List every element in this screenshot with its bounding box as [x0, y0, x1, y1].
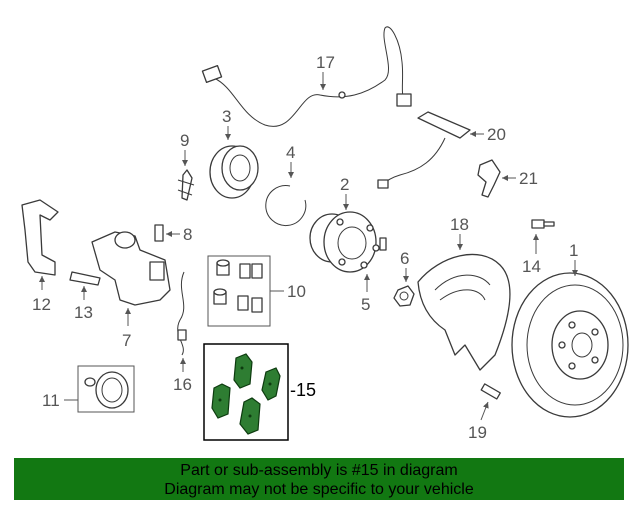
- part-13-guide-pin[interactable]: [69, 271, 101, 286]
- callout-4: 4: [286, 143, 295, 162]
- callout-18: 18: [450, 215, 469, 234]
- callout-11: 11: [42, 391, 60, 410]
- callout-12: 12: [32, 295, 51, 314]
- callout-19: 19: [468, 423, 487, 442]
- part-4-snap-ring[interactable]: [265, 185, 307, 227]
- part-9-clip[interactable]: [177, 169, 195, 201]
- part-2-hub[interactable]: [309, 211, 380, 273]
- callout-2: 2: [340, 175, 349, 194]
- part-12-caliper-bracket[interactable]: [21, 199, 59, 276]
- callout-6: 6: [400, 249, 409, 268]
- part-10-boot-kit[interactable]: [207, 255, 271, 327]
- callout-1: 1: [569, 241, 578, 260]
- part-7-caliper[interactable]: [91, 231, 171, 306]
- callout-8: 8: [183, 225, 192, 244]
- part-20-bracket[interactable]: [377, 111, 471, 189]
- part-14-bolt[interactable]: [531, 219, 555, 229]
- callout-9: 9: [180, 131, 189, 150]
- part-8-bleeder-screw[interactable]: [154, 224, 164, 242]
- callout-3: 3: [222, 107, 231, 126]
- callout-13: 13: [74, 303, 93, 322]
- part-5-stud[interactable]: [379, 237, 387, 251]
- part-21-sensor[interactable]: [477, 159, 501, 198]
- part-18-splash-shield[interactable]: [417, 253, 511, 371]
- callout-16: 16: [173, 375, 192, 394]
- parts-diagram: 17 3 9 4 20 21 2: [21, 26, 629, 442]
- part-15-brake-pad-kit[interactable]: [203, 343, 289, 441]
- banner-line-1: Part or sub-assembly is #15 in diagram: [180, 462, 458, 479]
- info-banner: Part or sub-assembly is #15 in diagram D…: [14, 458, 624, 500]
- part-16-wear-sensor[interactable]: [177, 271, 187, 356]
- part-6-nut[interactable]: [393, 285, 415, 307]
- part-3-wheel-bearing[interactable]: [209, 145, 259, 199]
- callout-17: 17: [316, 53, 335, 72]
- callout-14: 14: [522, 257, 541, 276]
- banner-line-2: Diagram may not be specific to your vehi…: [164, 481, 474, 498]
- callout-5: 5: [361, 295, 370, 314]
- part-19-bleeder[interactable]: [480, 383, 501, 400]
- part-11-seal-kit[interactable]: [77, 365, 135, 413]
- callout-10: 10: [287, 282, 306, 301]
- callout-20: 20: [487, 125, 506, 144]
- part-1-brake-rotor[interactable]: [511, 272, 629, 418]
- callout-7: 7: [122, 331, 131, 350]
- part-17-sensor-harness[interactable]: [201, 26, 412, 127]
- callout-15: -15: [290, 380, 316, 400]
- callout-21: 21: [519, 169, 538, 188]
